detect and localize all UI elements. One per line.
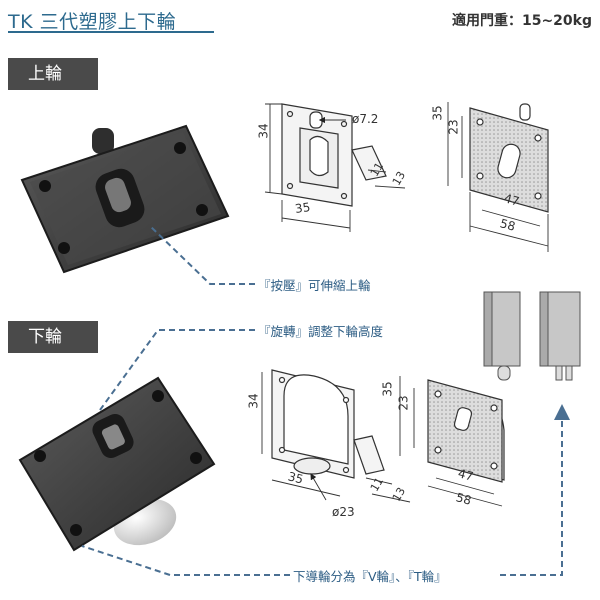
section-tag-lower: 下輪 <box>8 321 98 353</box>
door-weight-spec: 適用門重：15~20kg <box>451 13 592 29</box>
upper-back-drawing <box>469 103 549 213</box>
note-press-upper-wheel: 『按壓』可伸縮上輪 <box>258 278 371 293</box>
lower-front-drawing <box>271 369 385 479</box>
lower-back-drawing <box>427 379 505 483</box>
dim-lower-front-height: 34 <box>246 393 261 409</box>
upper-front-dimension-lines <box>264 103 406 232</box>
dim-upper-back-h2: 23 <box>446 119 461 135</box>
upper-wheel-photo <box>20 124 230 274</box>
note-wheel-types: 下導輪分為『V輪』、『T輪』 <box>293 569 447 584</box>
note-rotate-lower-wheel: 『旋轉』調整下輪高度 <box>258 324 384 339</box>
dim-lower-back-h2: 23 <box>396 395 411 411</box>
lower-back-dimension-lines <box>399 376 503 507</box>
dim-lower-back-h1: 35 <box>380 381 395 397</box>
dim-upper-back-h1: 35 <box>430 105 445 121</box>
upper-back-dimension-lines <box>447 102 549 252</box>
v-wheel-side-view <box>483 291 521 381</box>
dim-upper-front-pin: ø7.2 <box>352 112 379 126</box>
t-wheel-side-view <box>539 291 581 381</box>
lower-wheel-photo <box>18 376 216 552</box>
dim-upper-front-height: 34 <box>256 123 271 139</box>
page-title: TK 三代塑膠上下輪 <box>8 11 177 33</box>
title-underline <box>8 31 214 33</box>
section-tag-upper: 上輪 <box>8 58 98 90</box>
dim-upper-front-width: 35 <box>294 200 312 216</box>
lower-front-dimension-lines <box>261 372 411 503</box>
callout-lines <box>81 225 570 576</box>
dim-lower-front-wheel: ø23 <box>332 505 355 519</box>
